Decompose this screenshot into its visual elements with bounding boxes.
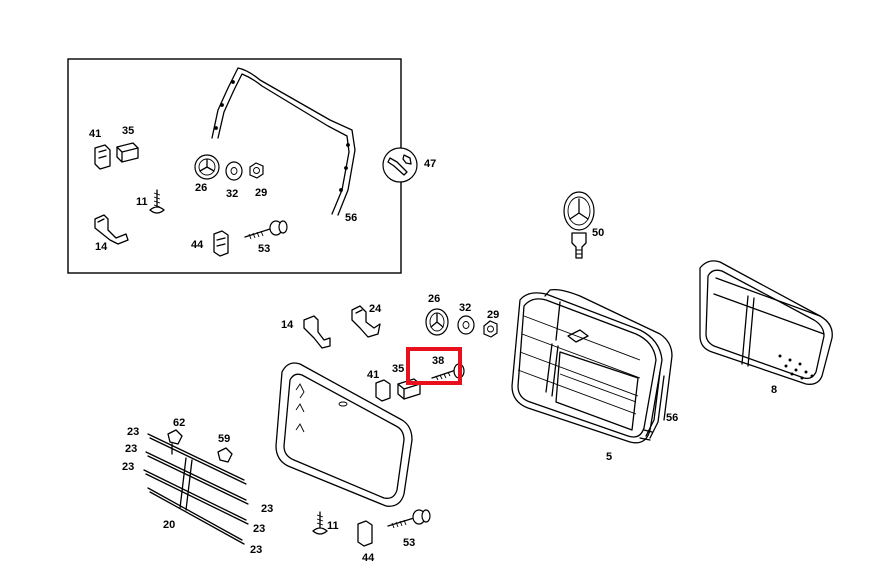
label-53-main: 53 [403,537,415,549]
bolt-53-main-icon[interactable] [387,509,431,529]
label-56: 56 [345,212,357,224]
label-26: 26 [195,182,207,194]
bracket-14-main-icon[interactable] [303,315,331,349]
label-23-f: 23 [250,544,262,556]
bracket-14-icon[interactable] [94,214,129,245]
bolt-53-icon[interactable] [244,220,288,240]
inset-panel [67,58,418,274]
bracket-24-icon[interactable] [351,305,381,338]
grille-5-icon[interactable] [511,288,673,444]
label-14-main: 14 [281,319,294,331]
label-56-main: 56 [666,412,678,424]
seal-strip-56-icon[interactable] [211,67,356,216]
clip-35-main-icon[interactable] [397,378,421,400]
label-14: 14 [95,241,108,253]
seal-strip-56-main-icon[interactable] [645,371,665,439]
label-41-main: 41 [367,369,379,381]
label-41: 41 [89,128,101,140]
label-35: 35 [122,125,134,137]
label-59: 59 [218,433,230,445]
washer-32-icon[interactable] [225,161,243,181]
label-53: 53 [258,243,270,255]
main-labels: 50 26 32 29 24 14 38 41 35 56 5 8 62 59 … [122,227,777,564]
label-35-main: 35 [392,363,404,375]
label-23-d: 23 [261,503,273,515]
clip-59-icon[interactable] [217,447,233,463]
label-11: 11 [136,196,148,208]
screw-11-icon[interactable] [149,189,165,214]
label-29: 29 [255,187,267,199]
bar-20-icon[interactable] [179,457,193,511]
label-32-main: 32 [459,302,471,314]
label-32: 32 [226,188,238,200]
label-20: 20 [163,519,175,531]
emblem-26-main-icon[interactable] [425,308,449,336]
label-44-main: 44 [362,552,375,564]
label-23-a: 23 [127,426,139,438]
nut-29-icon[interactable] [249,162,264,179]
label-38: 38 [432,355,444,367]
star-emblem-50-icon[interactable] [563,191,595,259]
label-26-main: 26 [428,293,440,305]
clip-44-main-icon[interactable] [357,520,373,547]
clip-35-icon[interactable] [116,142,139,163]
emblem-26-icon[interactable] [194,154,220,180]
nut-29-main-icon[interactable] [483,320,498,338]
clip-44-icon[interactable] [213,230,229,257]
label-62: 62 [173,417,185,429]
label-29-main: 29 [487,309,499,321]
clip-41-icon[interactable] [94,144,111,170]
grille-net-8-icon[interactable] [699,260,833,385]
clip-41-main-icon[interactable] [375,379,391,402]
screw-11-main-icon[interactable] [312,511,328,535]
label-8: 8 [771,384,777,396]
label-5: 5 [606,451,612,463]
trim-strips-23-icon[interactable] [143,433,249,545]
grille-frame-icon[interactable] [275,362,413,507]
label-23-b: 23 [125,443,137,455]
wrench-47-icon[interactable] [382,147,418,183]
label-47: 47 [424,158,436,170]
washer-32-main-icon[interactable] [457,315,475,335]
label-44: 44 [191,239,204,251]
label-11-main: 11 [327,520,339,532]
label-23-c: 23 [122,461,134,473]
highlight-box-38 [406,347,462,385]
label-24: 24 [369,303,382,315]
label-50: 50 [592,227,604,239]
label-23-e: 23 [253,523,265,535]
inset-labels: 41 35 26 32 29 11 14 44 53 56 47 [89,125,436,255]
